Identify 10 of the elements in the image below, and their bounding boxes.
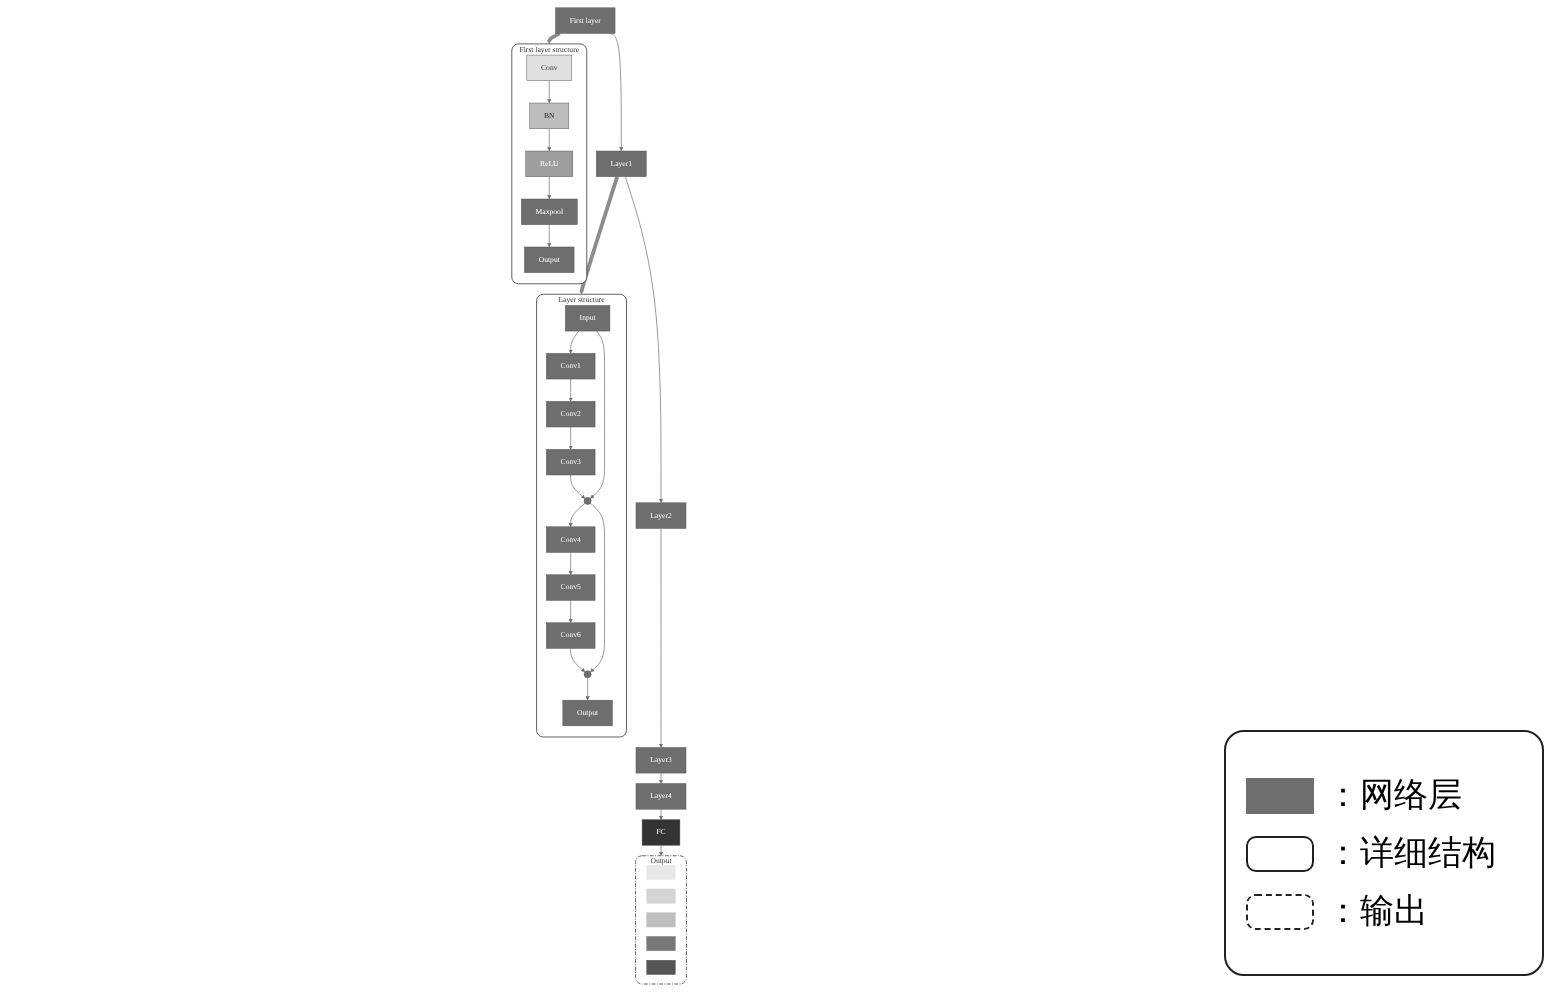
node-box [647,888,677,904]
legend-label: ：输出 [1326,890,1428,934]
node-circle [584,670,593,679]
legend-label: ：网络层 [1326,774,1462,818]
node-circle [584,497,593,505]
node-box [647,936,677,952]
node-box [647,960,677,975]
node-box [647,912,677,928]
legend-label: ：详细结构 [1326,832,1496,876]
arrow [580,176,620,295]
